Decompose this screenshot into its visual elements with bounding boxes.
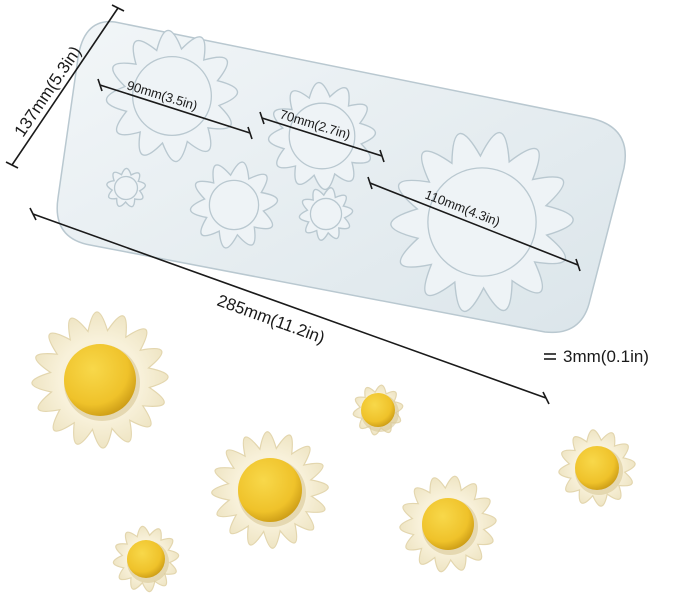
daisy-center: [64, 344, 136, 416]
daisy-center: [361, 393, 395, 427]
mold-cavity-petals-4: [189, 161, 279, 249]
mold-cavity-center-4: [208, 179, 260, 231]
medium-cavity-dimension-line: [99, 84, 251, 134]
width-dimension-line: [32, 213, 547, 399]
mold-cavities: [105, 29, 574, 313]
mold-cavity-petals-2: [267, 81, 377, 191]
daisy-piece-3: [211, 431, 329, 549]
large-cavity-dimension-line: [369, 182, 579, 266]
thickness-label: 3mm(0.1in): [563, 347, 649, 366]
daisy-center: [422, 498, 474, 550]
daisy-center: [127, 540, 165, 578]
small-cavity-dimension-line: [261, 117, 383, 157]
mold-cavity-petals-1: [105, 29, 239, 163]
height-dimension-line: [11, 7, 119, 166]
mold-cavity-petals-5: [106, 167, 147, 208]
daisy-piece-2: [352, 384, 404, 436]
finished-daisy-pieces: [31, 311, 636, 593]
daisy-piece-4: [399, 475, 497, 573]
mold-cavity-center-2: [288, 102, 356, 170]
daisy-piece-1: [31, 311, 169, 449]
mold-cavity-center-6: [309, 197, 343, 231]
silicone-mold: [56, 20, 626, 334]
daisy-center: [575, 446, 619, 490]
mold-cavity-petals-6: [298, 187, 354, 241]
mold-cavity-center-3: [427, 167, 537, 277]
daisy-center: [238, 458, 302, 522]
daisy-piece-5: [558, 429, 636, 507]
mold-cavity-center-5: [113, 175, 139, 201]
mold-cavity-petals-3: [390, 131, 574, 313]
dimension-lines: [5, 4, 581, 405]
daisy-piece-6: [112, 525, 180, 593]
